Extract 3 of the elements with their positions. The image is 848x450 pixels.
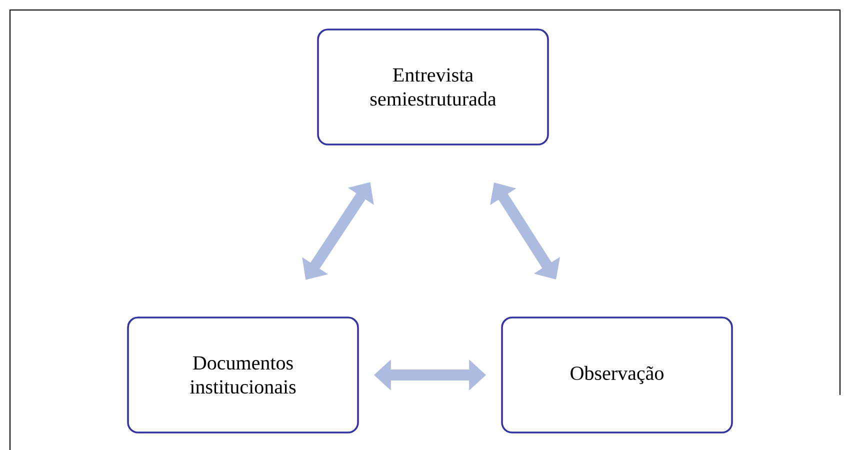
process-box: Documentos institucionais — [127, 316, 359, 434]
process-box: Observação — [501, 316, 733, 434]
process-box: Entrevista semiestruturada — [317, 28, 549, 146]
